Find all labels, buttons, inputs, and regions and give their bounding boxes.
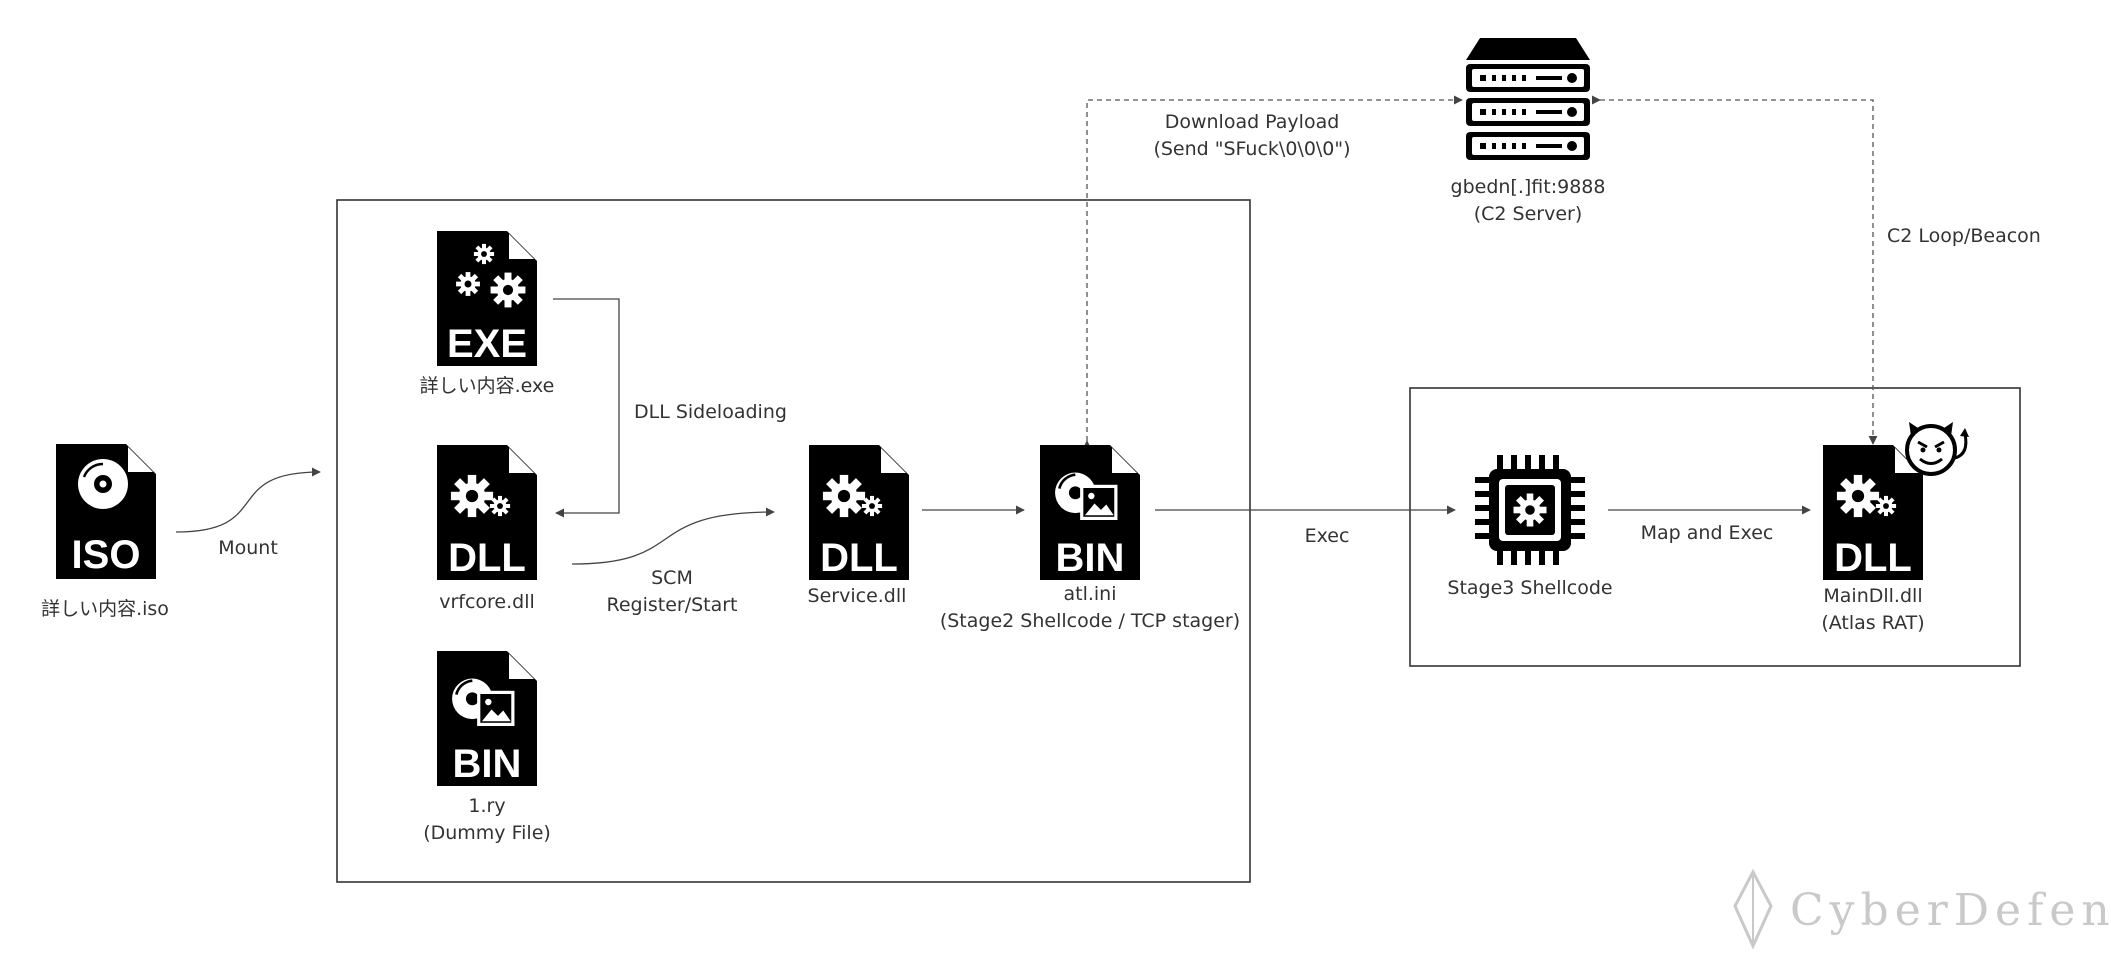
edge-scm xyxy=(571,507,775,565)
maindll-dll-icon: DLL xyxy=(1823,445,1923,580)
cpu-gear-icon xyxy=(1475,455,1585,565)
service-label: Service.dll xyxy=(808,585,907,607)
dummy-bin-icon: BIN xyxy=(437,651,537,786)
edge-mount xyxy=(175,467,321,533)
atl-tag: BIN xyxy=(1056,536,1125,580)
vrfcore-label: vrfcore.dll xyxy=(439,591,535,613)
server-icon xyxy=(1466,38,1590,162)
vrfcore-dll-icon: DLL xyxy=(437,445,537,580)
iso-label: 詳しい内容.iso xyxy=(41,598,169,620)
edge-sideloading-label: DLL Sideloading xyxy=(634,401,787,423)
iso-tag: ISO xyxy=(72,533,141,577)
edge-c2-loop xyxy=(1591,95,1878,445)
exe-tag: EXE xyxy=(447,322,527,366)
maindll-label-line1: MainDll.dll xyxy=(1823,585,1922,607)
exe-file-icon: EXE xyxy=(437,231,537,366)
edge-dll-sideloading xyxy=(553,298,620,518)
maindll-label-line2: (Atlas RAT) xyxy=(1821,612,1924,634)
edge-exec-label: Exec xyxy=(1305,525,1350,547)
edge-c2-loop-label: C2 Loop/Beacon xyxy=(1887,225,2041,247)
shellcode-label: Stage3 Shellcode xyxy=(1447,577,1612,599)
edge-scm-label-line1: SCM xyxy=(651,567,693,589)
dummy-label-line1: 1.ry xyxy=(468,795,505,817)
server-label-line1: gbedn[.]fit:9888 xyxy=(1451,176,1606,198)
cyberdefense-logo-icon xyxy=(1733,868,1773,950)
edge-mount-label: Mount xyxy=(218,537,278,559)
service-tag: DLL xyxy=(820,536,898,580)
edge-scm-label-line2: Register/Start xyxy=(606,594,737,616)
watermark-text: CyberDefense xyxy=(1790,885,2111,936)
atl-label-line1: atl.ini xyxy=(1063,583,1116,605)
edge-download-label-line2: (Send "SFuck\0\0\0") xyxy=(1153,138,1350,160)
exe-label: 詳しい内容.exe xyxy=(420,375,555,397)
atl-bin-icon: BIN xyxy=(1040,445,1140,580)
vrfcore-tag: DLL xyxy=(448,536,526,580)
edge-map-exec-label: Map and Exec xyxy=(1641,522,1774,544)
dummy-label-line2: (Dummy File) xyxy=(423,822,551,844)
maindll-tag: DLL xyxy=(1834,536,1912,580)
edge-download-label-line1: Download Payload xyxy=(1165,111,1340,133)
iso-file-icon: ISO xyxy=(56,444,156,579)
dummy-tag: BIN xyxy=(453,742,522,786)
atl-label-line2: (Stage2 Shellcode / TCP stager) xyxy=(940,610,1240,632)
loader-container-box xyxy=(336,199,1251,883)
service-dll-icon: DLL xyxy=(809,445,909,580)
devil-face-icon xyxy=(1905,422,1969,476)
server-label-line2: (C2 Server) xyxy=(1474,203,1583,225)
